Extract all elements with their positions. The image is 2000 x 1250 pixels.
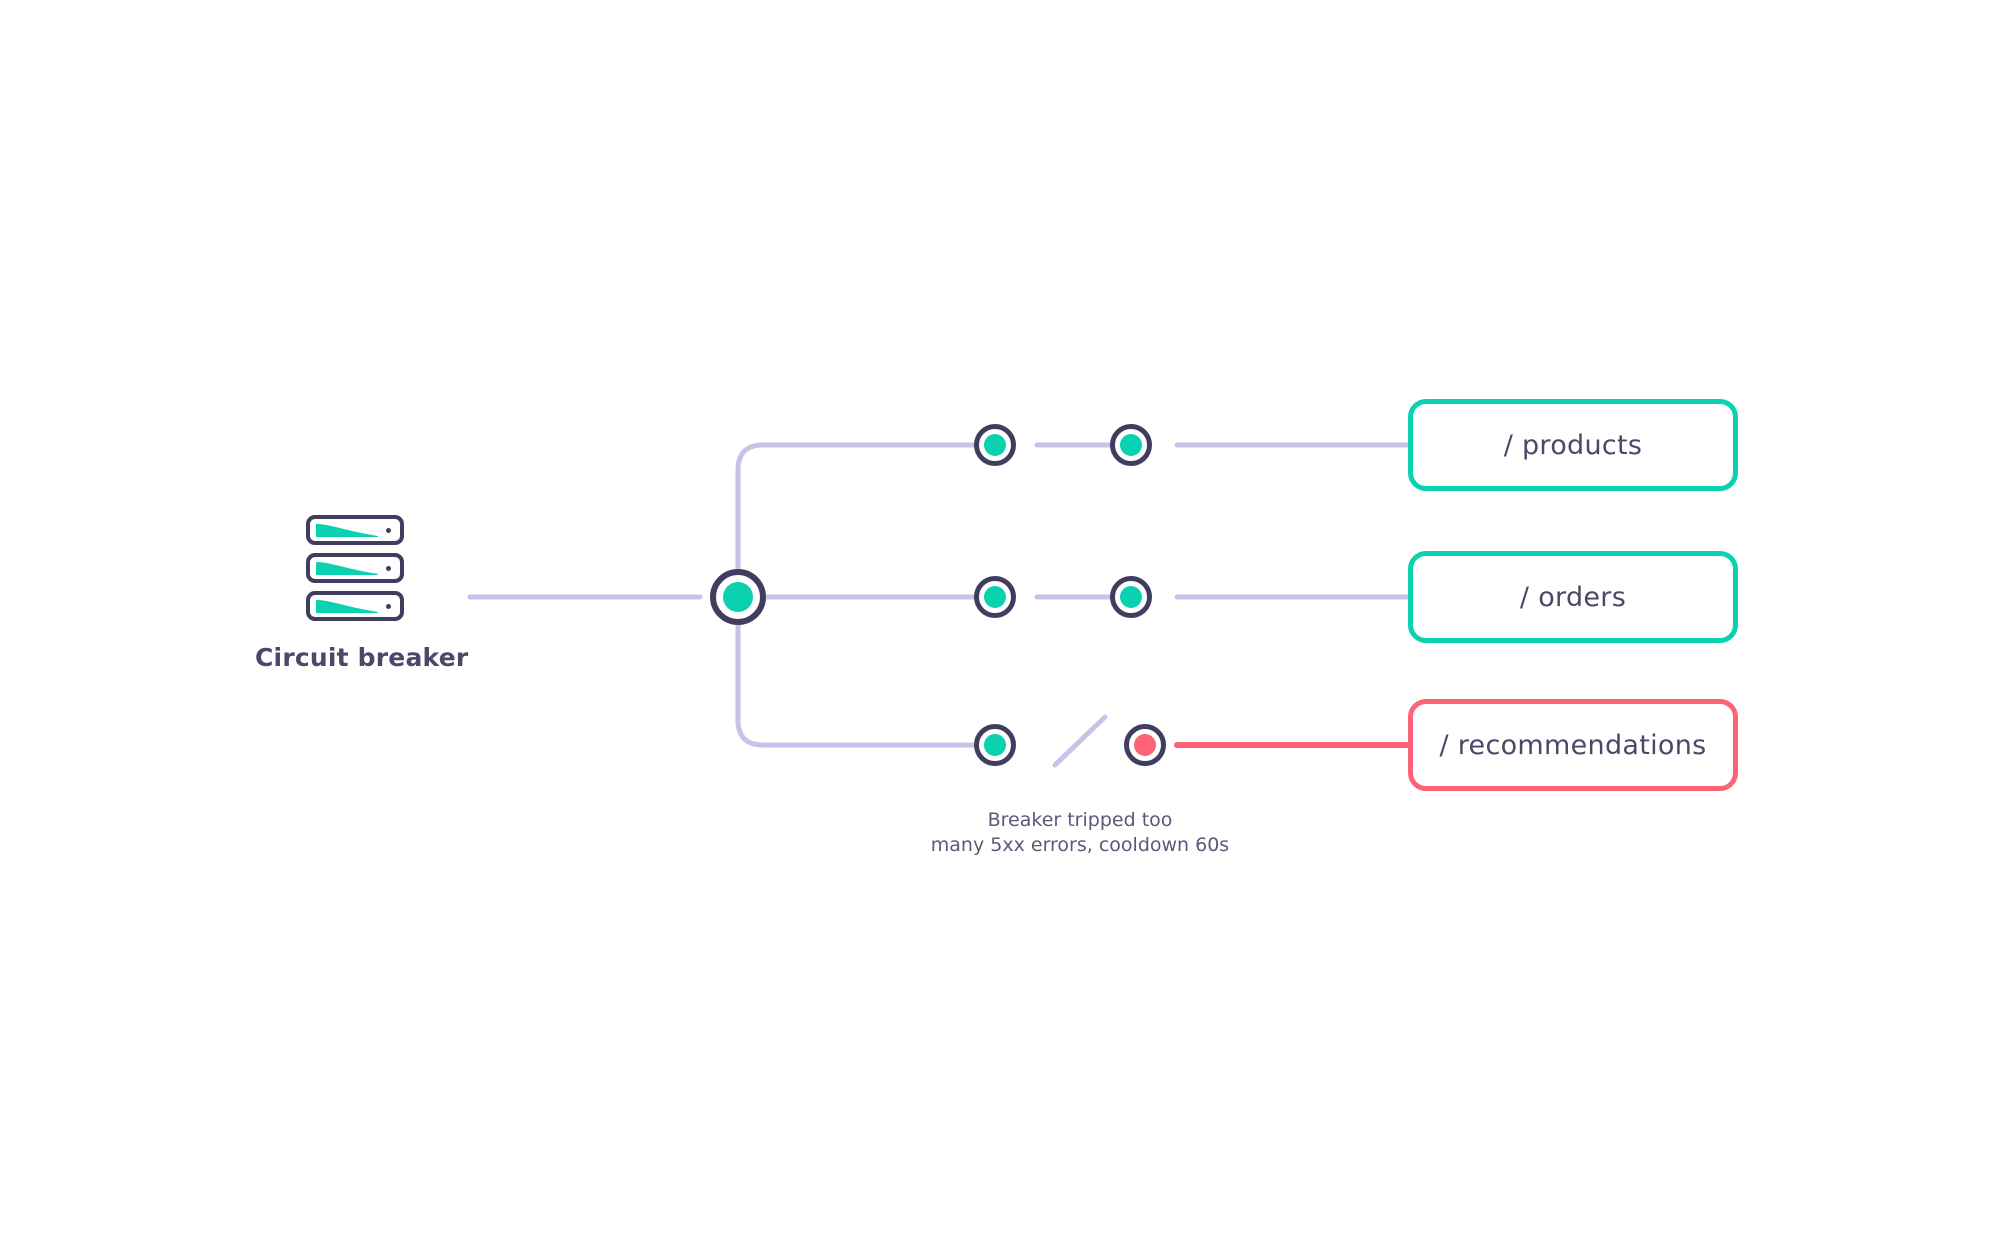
- node-orders-in[interactable]: [974, 576, 1016, 618]
- endpoint-label: / products: [1503, 429, 1643, 461]
- node-core: [1120, 586, 1142, 608]
- server-slot: [306, 591, 404, 621]
- router-hub-node[interactable]: [710, 569, 766, 625]
- node-core: [984, 586, 1006, 608]
- endpoint-orders[interactable]: / orders: [1408, 551, 1738, 643]
- node-recommendations-out[interactable]: [1124, 724, 1166, 766]
- server-slot: [306, 553, 404, 583]
- signal-wave-icon: [316, 600, 378, 613]
- wire-hub-to-recommendations: [735, 594, 978, 748]
- endpoint-products[interactable]: / products: [1408, 399, 1738, 491]
- endpoint-recommendations[interactable]: / recommendations: [1408, 699, 1738, 791]
- node-core: [1134, 734, 1156, 756]
- node-products-out[interactable]: [1110, 424, 1152, 466]
- breaker-caption: Breaker tripped too many 5xx errors, coo…: [930, 809, 1230, 857]
- source-group: Circuit breaker: [255, 515, 469, 672]
- source-label: Circuit breaker: [255, 643, 469, 672]
- wire-hub-to-products: [735, 442, 978, 600]
- node-orders-out[interactable]: [1110, 576, 1152, 618]
- status-dot-icon: [386, 565, 391, 571]
- endpoint-label: / recommendations: [1439, 729, 1707, 761]
- link-break-slash: [1052, 714, 1108, 768]
- server-stack-icon: [306, 515, 404, 621]
- node-core: [984, 734, 1006, 756]
- endpoint-label: / orders: [1519, 581, 1627, 613]
- status-dot-icon: [386, 527, 391, 533]
- node-core: [984, 434, 1006, 456]
- status-dot-icon: [386, 603, 391, 609]
- node-core: [723, 582, 753, 612]
- signal-wave-icon: [316, 562, 378, 575]
- signal-wave-icon: [316, 524, 378, 537]
- node-recommendations-in[interactable]: [974, 724, 1016, 766]
- node-core: [1120, 434, 1142, 456]
- node-products-in[interactable]: [974, 424, 1016, 466]
- server-slot: [306, 515, 404, 545]
